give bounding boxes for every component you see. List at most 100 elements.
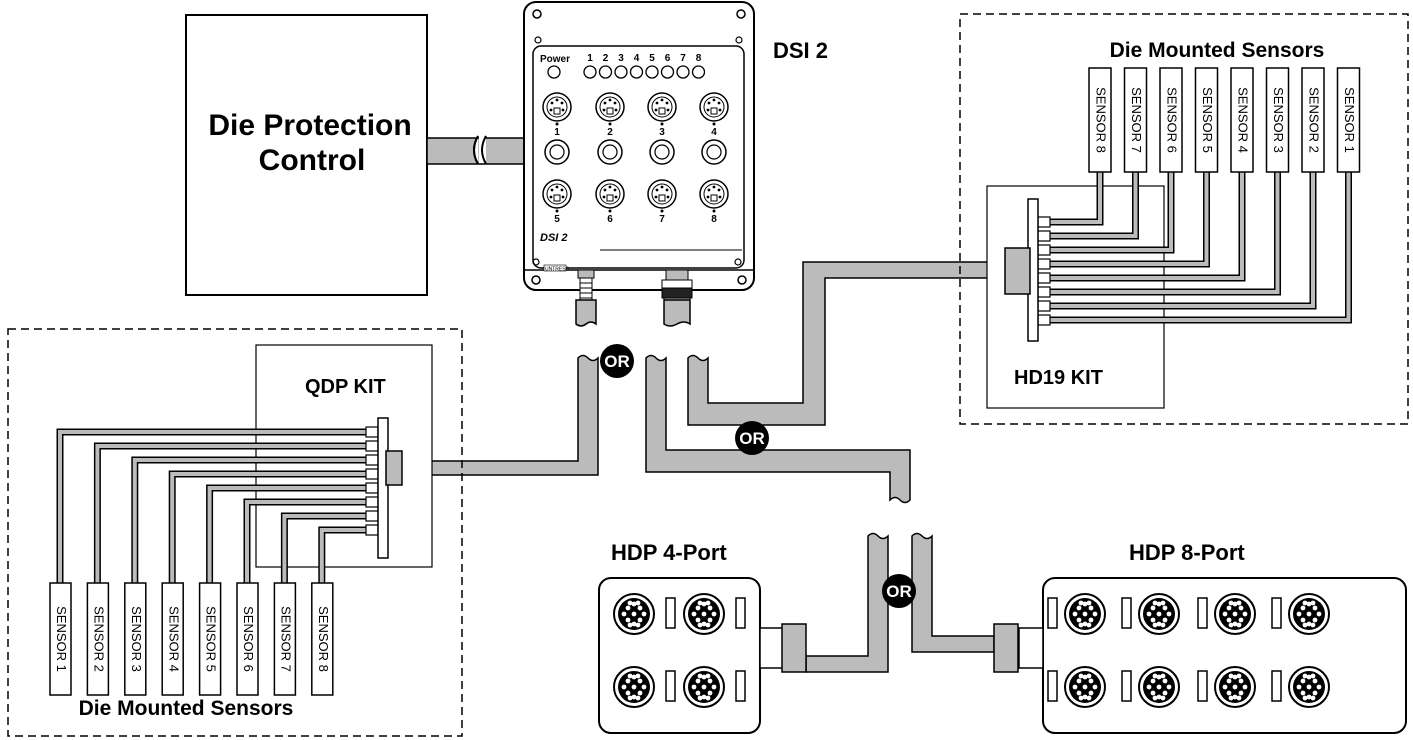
dsi-jack (544, 139, 570, 165)
hdp4-label: HDP 4-Port (611, 540, 727, 565)
port-grid: 1 2 3 4 5 6 7 8 (542, 92, 729, 225)
dsi-port: 4 (699, 92, 729, 138)
sensor-label: SENSOR 6 (1165, 87, 1180, 153)
port-number: 3 (659, 127, 665, 138)
dsi-jack (649, 139, 675, 165)
power-label: Power (540, 54, 570, 65)
hdp-port-tab (1271, 597, 1282, 629)
dsi-port: 6 (595, 179, 625, 225)
hdp-port (613, 593, 655, 635)
dsi-cable-stubs (575, 299, 691, 327)
hdp8-label: HDP 8-Port (1129, 540, 1245, 565)
sensor-label: SENSOR 1 (54, 606, 69, 672)
control-cable (426, 135, 525, 165)
sensor-box: SENSOR 2 (86, 582, 110, 696)
sensor-label: SENSOR 5 (204, 606, 219, 672)
hdp-port-tab (735, 597, 746, 629)
sensor-box: SENSOR 7 (273, 582, 297, 696)
led-number: 5 (649, 53, 655, 64)
led-number: 3 (618, 53, 624, 64)
sensor-box: SENSOR 5 (1194, 67, 1219, 173)
sensor-box: SENSOR 8 (1088, 67, 1112, 173)
sensor-box: SENSOR 3 (1265, 67, 1290, 173)
port-number: 7 (659, 214, 665, 225)
dsi-port: 3 (647, 92, 677, 138)
sensor-label: SENSOR 8 (316, 606, 331, 672)
hdp-port (1138, 666, 1180, 708)
sensor-box: SENSOR 5 (198, 582, 222, 696)
sensor-box: SENSOR 4 (1230, 67, 1254, 173)
port-number: 6 (607, 214, 613, 225)
hdp-port (1214, 666, 1256, 708)
qdp-group: Die Mounted Sensors QDP KIT SENSOR 1 SENS… (7, 328, 463, 737)
dsi-panel-label: DSI 2 (540, 232, 568, 244)
hdp-port-tab (1047, 670, 1058, 702)
sensor-box: SENSOR 8 (311, 582, 334, 696)
status-led (691, 65, 706, 79)
hdp-port-tab (1047, 597, 1058, 629)
dsi-port: 2 (595, 92, 625, 138)
hdp-port (1064, 593, 1106, 635)
sensor-label: SENSOR 3 (129, 606, 144, 672)
hdp-port (683, 666, 725, 708)
port-number: 2 (607, 127, 613, 138)
or-text-2: OR (739, 429, 765, 448)
port-number: 5 (554, 214, 560, 225)
hdp-port (1288, 666, 1330, 708)
qdp-group-title: Die Mounted Sensors (79, 697, 294, 720)
qdp-kit-label: QDP KIT (305, 376, 386, 398)
sensor-label: SENSOR 1 (1342, 87, 1357, 153)
hd19-kit-label: HD19 KIT (1014, 367, 1103, 389)
or-text-1: OR (604, 352, 630, 371)
control-label-line2: Control (259, 144, 366, 177)
or-badge-2: OR (735, 421, 769, 455)
sensor-label: SENSOR 2 (1307, 87, 1322, 153)
led-number: 2 (603, 53, 609, 64)
sensor-box: SENSOR 7 (1123, 67, 1148, 173)
dsi-port: 1 (542, 92, 572, 138)
status-led (598, 65, 613, 79)
hdp-port-tab (1271, 670, 1282, 702)
sensor-label: SENSOR 8 (1094, 87, 1109, 153)
hdp-port (613, 666, 655, 708)
dsi-port: 8 (699, 179, 729, 225)
control-label-line1: Die Protection (208, 109, 411, 142)
hdp-port-tab (665, 597, 676, 629)
status-led (629, 65, 644, 79)
hdp-port (1064, 666, 1106, 708)
hdp-port-tab (665, 670, 676, 702)
dsi-title: DSI 2 (773, 38, 828, 63)
led-number: 6 (665, 53, 671, 64)
hd19-group-title: Die Mounted Sensors (1110, 39, 1325, 62)
led-number: 1 (587, 53, 593, 64)
hdp8-block: HDP 8-Port (993, 540, 1407, 734)
led-number: 8 (696, 53, 702, 64)
die-protection-control: Die Protection Control (185, 14, 428, 296)
hd19-group: Die Mounted Sensors HD19 KIT SENSOR 8 SEN… (959, 13, 1409, 425)
dsi-port: 5 (542, 179, 572, 225)
port-number: 8 (711, 214, 717, 225)
hdp-port-tab (1121, 597, 1132, 629)
sensor-box: SENSOR 6 (1159, 67, 1183, 173)
sensor-label: SENSOR 3 (1271, 87, 1286, 153)
status-led (660, 65, 675, 79)
or-badge-1: OR (600, 344, 634, 378)
status-led (614, 65, 628, 79)
power-led (547, 65, 561, 79)
dsi-jack (597, 139, 623, 165)
sensor-label: SENSOR 7 (1129, 87, 1144, 153)
port-number: 1 (554, 127, 560, 138)
sensor-box: SENSOR 1 (1336, 67, 1361, 173)
sensor-label: SENSOR 2 (91, 606, 106, 672)
sensor-box: SENSOR 6 (236, 582, 259, 696)
sensor-label: SENSOR 7 (278, 606, 293, 672)
sensor-box: SENSOR 1 (49, 582, 72, 696)
dsi-brand: UNTRESS (545, 267, 570, 273)
sensor-box: SENSOR 2 (1301, 67, 1325, 173)
hdp-port (1214, 593, 1256, 635)
sensor-label: SENSOR 4 (1236, 87, 1251, 153)
hdp-port-tab (1121, 670, 1132, 702)
